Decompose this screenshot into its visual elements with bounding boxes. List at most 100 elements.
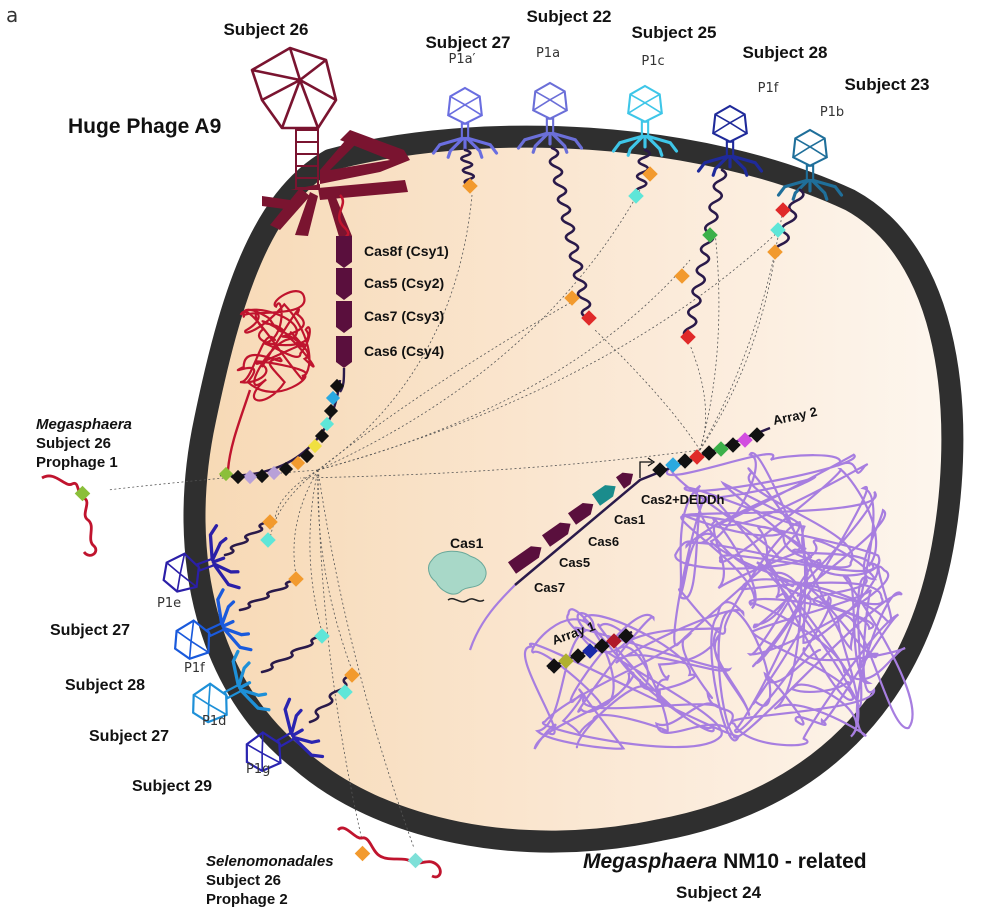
array-spacer	[242, 469, 258, 485]
huge-phage-cas-genes: Cas8f (Csy1)Cas5 (Csy2)Cas7 (Csy3)Cas6 (…	[336, 236, 449, 393]
cas1-blob-icon	[428, 550, 487, 595]
left-phage-icon	[162, 524, 241, 593]
host-cas-gene-label: Cas2+DEDDh	[641, 492, 725, 507]
phage-dna-strand	[682, 168, 728, 340]
prophage-2-spacer-cyan	[407, 852, 424, 869]
cas-gene-arrow	[507, 546, 542, 574]
targeting-line	[594, 329, 701, 451]
array-spacer	[254, 468, 270, 484]
cas-gene-label: Cas5 (Csy2)	[364, 275, 444, 291]
phage-legs-icon	[431, 136, 499, 159]
phage-name-label: P1a	[536, 46, 560, 61]
phage-dna-strand	[773, 188, 805, 257]
cas-gene-arrow	[336, 268, 352, 300]
phage-legs-icon	[208, 524, 241, 590]
spacer-match	[462, 178, 478, 194]
host-subject: Subject 24	[676, 883, 762, 902]
host-genus: Megasphaera	[583, 850, 718, 873]
phage-subject-label: Subject 27	[50, 622, 130, 639]
cas-gene-arrow	[615, 472, 634, 489]
huge-phage-a9: Subject 26 Huge Phage A9	[68, 20, 410, 246]
array-spacer	[314, 428, 330, 444]
array-spacer	[325, 390, 341, 406]
phage-subject-label: Subject 23	[844, 75, 929, 94]
prophage-2-name: Prophage 2	[206, 891, 288, 908]
phage-capsid-icon	[792, 128, 828, 167]
spacer-match	[702, 227, 718, 243]
huge-phage-label: Huge Phage A9	[68, 115, 221, 138]
top-phage-icon	[696, 104, 764, 177]
phage-capsid-icon	[712, 104, 748, 143]
huge-phage-subject: Subject 26	[223, 20, 308, 39]
host-genome-strand	[717, 556, 914, 747]
phage-legs-icon	[516, 131, 584, 154]
targeting-line	[274, 469, 319, 521]
spacer-match	[618, 628, 634, 644]
prophage-1-dna	[41, 474, 98, 557]
targeting-arrows	[107, 189, 783, 849]
prophage-2-dna	[336, 826, 442, 879]
array-spacer	[329, 378, 345, 394]
prophage-2-genus: Selenomonadales	[206, 853, 334, 870]
prophage-1-subject: Subject 26	[36, 435, 111, 452]
phage-subject-label: Subject 28	[742, 43, 827, 62]
spacer-match	[546, 658, 562, 674]
phage-dna-strand	[548, 146, 592, 320]
array-spacer	[266, 465, 282, 481]
phage-legs-icon	[283, 697, 325, 759]
phage-subject-label: Subject 27	[89, 728, 169, 745]
phage-legs-icon	[696, 154, 764, 177]
spacer-match	[570, 648, 586, 664]
phage-dna-strand	[260, 634, 324, 674]
host-genome-strand	[468, 584, 516, 651]
phage-subject-label: Subject 22	[526, 7, 611, 26]
top-phage-icon	[611, 84, 679, 157]
host-label: Megasphaera NM10 - related Subject 24	[583, 850, 867, 902]
targeting-line	[317, 189, 641, 471]
spacer-match	[642, 166, 658, 182]
cas-gene-arrow	[591, 485, 616, 506]
prophage-1-name: Prophage 1	[36, 454, 118, 471]
phage-capsid-icon	[447, 86, 483, 125]
left-phage-icon	[173, 588, 253, 661]
phage-name-label: P1b	[820, 105, 844, 120]
targeting-line	[317, 469, 415, 849]
targeting-line	[699, 231, 720, 451]
phage-name-label: P1d	[202, 714, 226, 729]
host-cas-gene-label: Cas1	[614, 512, 645, 527]
cas-gene-arrow	[336, 301, 352, 333]
free-cas1-label: Cas1	[450, 535, 484, 551]
targeting-line	[269, 469, 319, 541]
array-spacer	[218, 466, 234, 482]
array-spacer	[230, 469, 246, 485]
phage-name-label: P1c	[641, 54, 664, 69]
targeting-line	[299, 449, 701, 479]
phage-capsid-icon	[250, 46, 338, 130]
spacer-match	[628, 188, 644, 204]
prophage-dna-strand	[236, 290, 315, 402]
cas-gene-arrow	[567, 502, 594, 525]
targeting-line	[317, 229, 781, 471]
prophage-2-spacer-orange	[354, 845, 371, 862]
cas-gene-arrow	[541, 522, 571, 547]
phage-legs-icon	[216, 588, 253, 652]
array-spacer	[299, 448, 315, 464]
host-strain: NM10 - related	[717, 850, 866, 873]
host-cas-gene-label: Cas5	[559, 555, 590, 570]
left-phage-icon	[192, 649, 271, 724]
spacer-match	[770, 222, 786, 238]
cas-gene-arrow	[336, 236, 352, 268]
phage-name-label: P1a′	[448, 52, 475, 67]
host-genome-strand	[666, 451, 893, 668]
array-spacer	[307, 438, 323, 454]
phage-subject-label: Subject 28	[65, 677, 145, 694]
phage-subject-label: Subject 25	[631, 23, 716, 42]
phage-subject-label: Subject 27	[425, 33, 510, 52]
phage-dna-strand	[223, 520, 270, 557]
top-phage-icon	[776, 128, 844, 201]
host-cas-gene	[591, 485, 616, 506]
